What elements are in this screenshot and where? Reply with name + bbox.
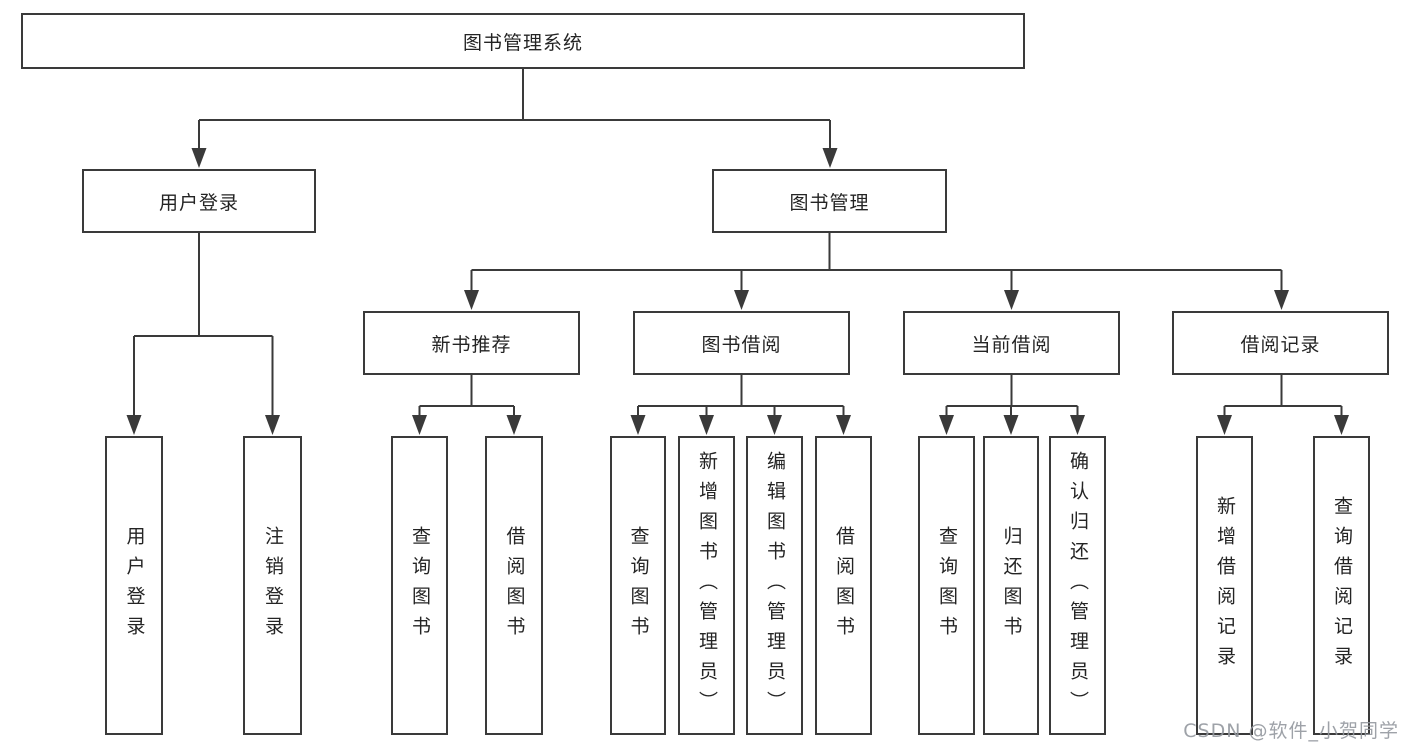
connector-borrow-records	[1223, 375, 1343, 417]
leaf-edit-book-admin: 编辑图书（管理员）	[746, 436, 803, 735]
leaf-query-book-borrow: 查询图书	[610, 436, 666, 735]
connector-user-login	[133, 233, 274, 417]
watermark: CSDN @软件_小贺同学	[1183, 720, 1399, 742]
leaf-confirm-return-admin: 确认归还（管理员）	[1049, 436, 1106, 735]
leaf-query-book-recommend: 查询图书	[391, 436, 448, 735]
node-book-management: 图书管理	[712, 169, 947, 233]
leaf-query-borrow-record: 查询借阅记录	[1313, 436, 1370, 735]
leaf-logout-login: 注销登录	[243, 436, 302, 735]
connector-root	[198, 69, 831, 150]
leaf-query-book-current: 查询图书	[918, 436, 975, 735]
connector-current-borrow	[945, 375, 1079, 417]
connector-book-mgmt	[470, 233, 1283, 292]
leaf-return-book: 归还图书	[983, 436, 1039, 735]
node-user-login: 用户登录	[82, 169, 316, 233]
leaf-add-borrow-record: 新增借阅记录	[1196, 436, 1253, 735]
node-current-borrow: 当前借阅	[903, 311, 1120, 375]
node-borrow-records: 借阅记录	[1172, 311, 1389, 375]
node-root-system: 图书管理系统	[21, 13, 1025, 69]
leaf-user-login: 用户登录	[105, 436, 163, 735]
arrowheads	[126, 148, 1349, 435]
node-new-book-recommend: 新书推荐	[363, 311, 580, 375]
leaf-borrow-book-recommend: 借阅图书	[485, 436, 543, 735]
connector-new-book	[418, 375, 515, 417]
leaf-add-book-admin: 新增图书（管理员）	[678, 436, 735, 735]
leaf-borrow-book: 借阅图书	[815, 436, 872, 735]
node-book-borrow: 图书借阅	[633, 311, 850, 375]
connector-book-borrow	[637, 375, 845, 417]
